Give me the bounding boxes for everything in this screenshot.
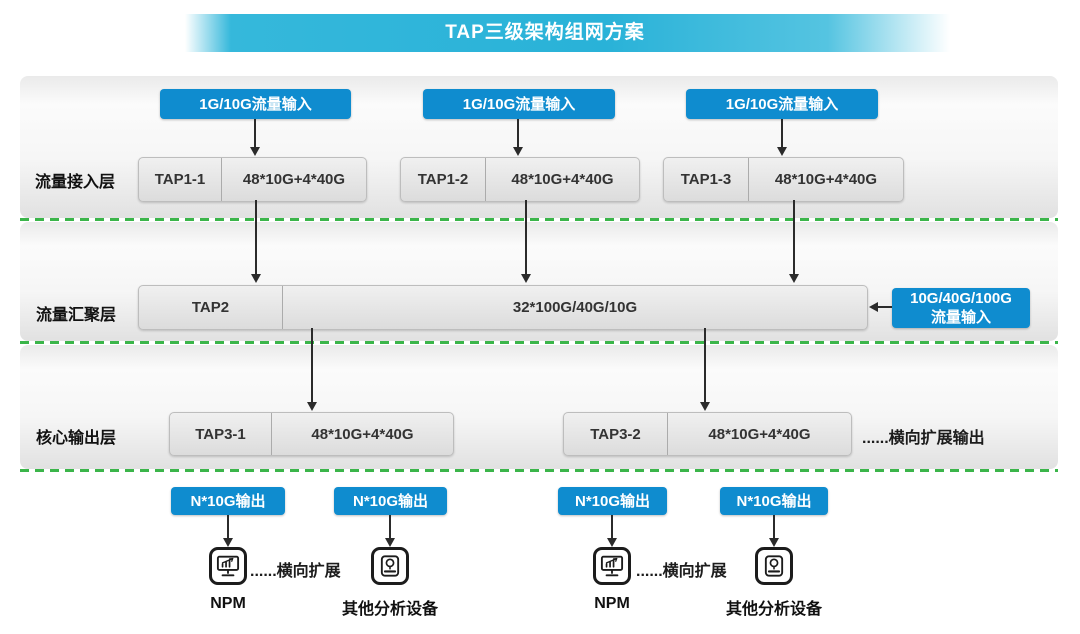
device-label-analysis-2: 其他分析设备 [725,601,822,618]
layer-label-access: 流量接入层 [34,174,115,191]
arrow-tap2-to-tap3-1 [306,328,317,411]
device-spec: 48*10G+4*40G [774,171,878,188]
layer-separator-2 [20,341,1058,344]
npm-monitor-icon [209,547,247,585]
device-tap1-3: TAP1-3 48*10G+4*40G [663,157,904,202]
horizontal-expand-note-2: ......横向扩展 [636,563,727,580]
diagram-title: TAP三级架构组网方案 [445,22,645,43]
arrow-input-to-tap1-3 [776,119,787,156]
device-name: TAP1-3 [664,158,749,201]
arrow-output-to-analysis-2 [768,515,779,547]
output-badge-4: N*10G输出 [720,487,828,515]
arrow-tap1-1-to-tap2 [250,200,261,283]
arrow-output-to-npm-1 [222,515,233,547]
input-badge-3: 1G/10G流量输入 [686,89,878,119]
device-spec: 48*10G+4*40G [511,171,614,188]
device-tap3-2: TAP3-2 48*10G+4*40G [563,412,852,456]
arrow-tap1-3-to-tap2 [788,200,799,283]
arrow-tap1-2-to-tap2 [520,200,531,283]
device-name: TAP1-2 [401,158,486,201]
device-label-npm-2: NPM [594,595,630,612]
side-input-badge: 10G/40G/100G 流量输入 [892,288,1030,328]
layer-label-aggregation: 流量汇聚层 [35,307,116,324]
layer-label-core-output: 核心输出层 [35,430,116,447]
analysis-device-icon [371,547,409,585]
device-tap1-2: TAP1-2 48*10G+4*40G [400,157,640,202]
device-spec: 48*10G+4*40G [311,425,414,443]
device-name: TAP2 [139,286,283,329]
arrow-output-to-npm-2 [606,515,617,547]
layer-separator-3 [20,469,1058,472]
device-spec: 32*100G/40G/10G [512,299,638,316]
arrow-side-input-to-tap2 [869,301,892,312]
npm-monitor-icon [593,547,631,585]
output-badge-3: N*10G输出 [558,487,667,515]
device-label-analysis-1: 其他分析设备 [341,601,438,618]
arrow-tap2-to-tap3-2 [699,328,710,411]
horizontal-expand-note-1: ......横向扩展 [250,563,341,580]
title-banner: TAP三级架构组网方案 [185,14,950,52]
device-name: TAP3-2 [564,413,668,455]
device-tap2: TAP2 32*100G/40G/10G [138,285,868,330]
horizontal-expand-output-note: ......横向扩展输出 [862,430,985,447]
device-name: TAP3-1 [170,413,272,455]
output-badge-2: N*10G输出 [334,487,447,515]
input-badge-2: 1G/10G流量输入 [423,89,615,119]
side-input-line1: 10G/40G/100G [910,290,1012,307]
arrow-output-to-analysis-1 [384,515,395,547]
side-input-line2: 流量输入 [930,309,991,326]
device-label-npm-1: NPM [210,595,246,612]
arrow-input-to-tap1-2 [512,119,523,156]
output-badge-1: N*10G输出 [171,487,285,515]
device-spec: 48*10G+4*40G [708,425,811,443]
input-badge-1: 1G/10G流量输入 [160,89,351,119]
device-spec: 48*10G+4*40G [242,171,346,188]
device-tap1-1: TAP1-1 48*10G+4*40G [138,157,367,202]
device-name: TAP1-1 [139,158,222,201]
layer-separator-1 [20,218,1058,221]
arrow-input-to-tap1-1 [249,119,260,156]
device-tap3-1: TAP3-1 48*10G+4*40G [169,412,454,456]
analysis-device-icon [755,547,793,585]
